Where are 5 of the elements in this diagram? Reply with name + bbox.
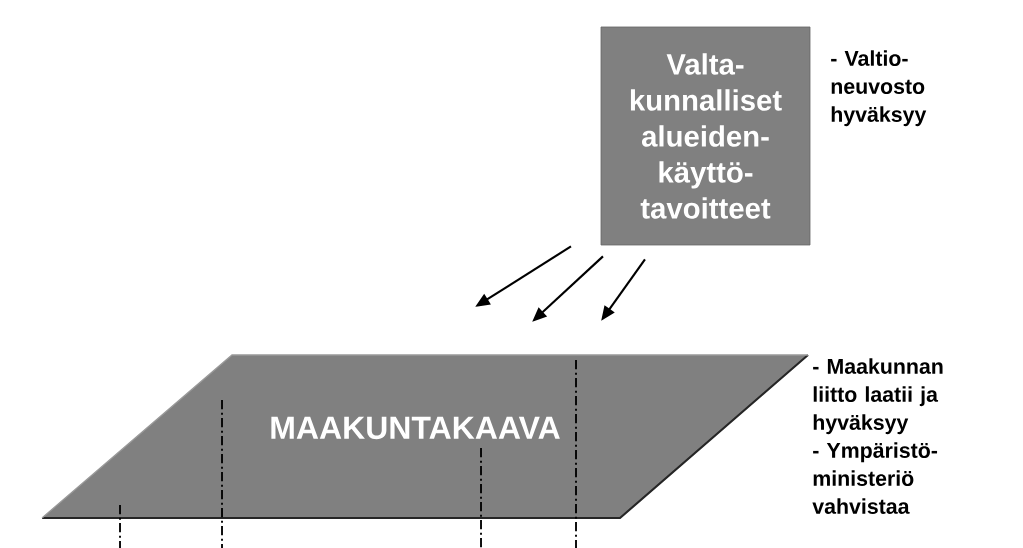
side-note: - Ympäristö-ministeriö vahvistaa <box>812 442 938 514</box>
goal-box: Valta-kunnalliset alueiden-käyttö-tavoitteet <box>600 26 811 246</box>
side-note: - Valtio-neuvosto hyväksyy <box>831 50 927 127</box>
side-note: - Maakunnan liitto laatii ja hyväksyy <box>813 358 943 435</box>
plan-parallelogram: MAAKUNTAKAAVA <box>41 354 809 520</box>
